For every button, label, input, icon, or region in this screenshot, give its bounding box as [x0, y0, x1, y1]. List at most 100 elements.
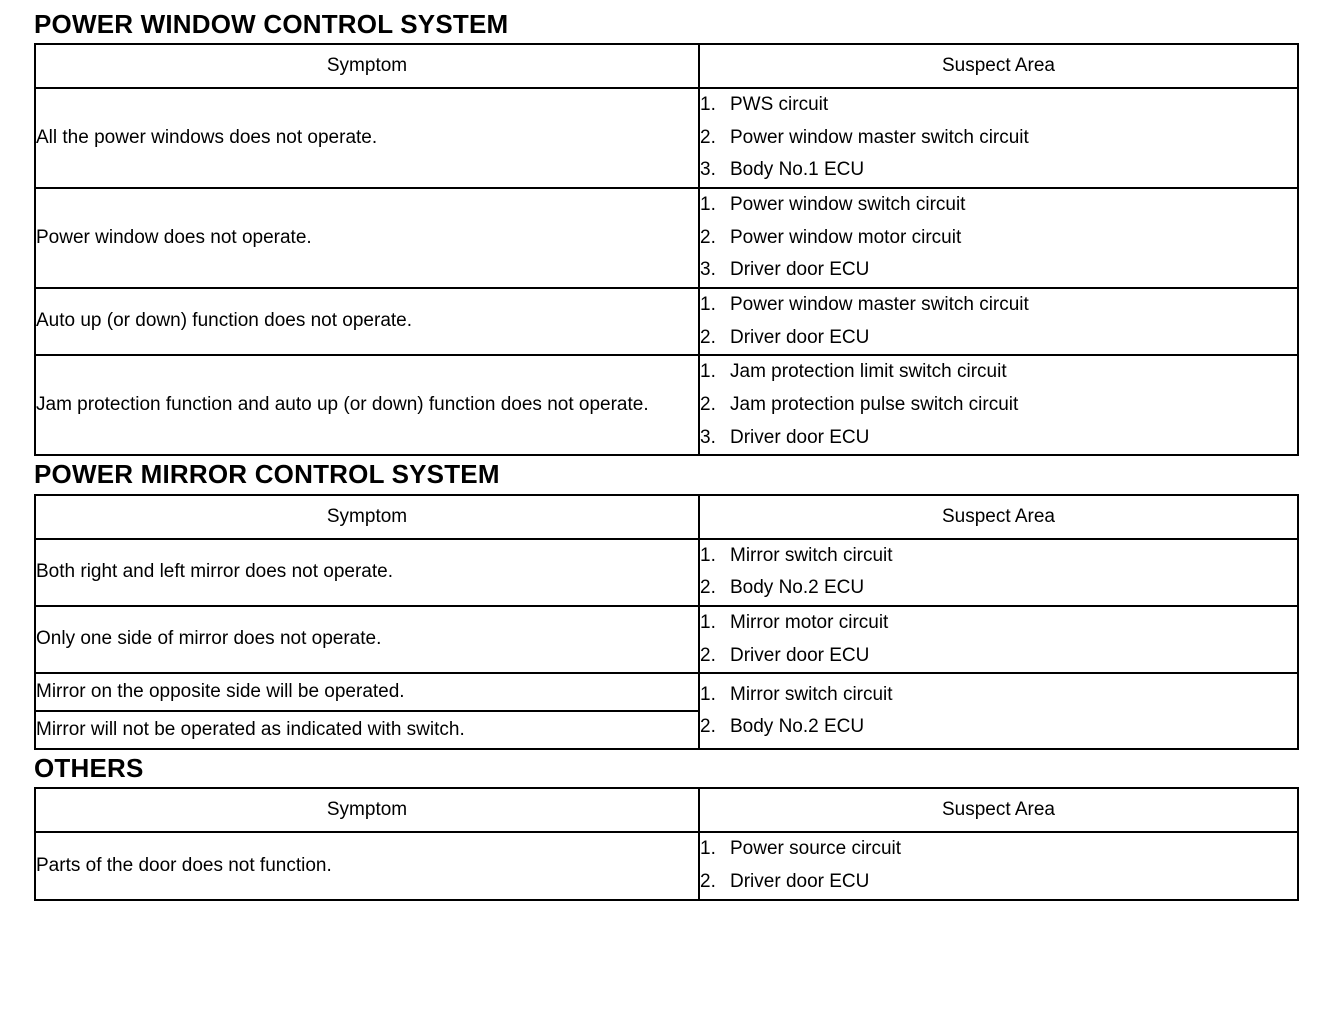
section-heading-power-window: POWER WINDOW CONTROL SYSTEM [34, 9, 509, 39]
column-header-symptom: Symptom [34, 787, 700, 834]
section-others: OTHERS Symptom Suspect Area Parts of the… [34, 753, 1299, 901]
list-item: 1. Mirror switch circuit [700, 679, 1297, 712]
column-header-suspect-area: Suspect Area [698, 493, 1299, 540]
list-item: 2.Power window motor circuit [700, 222, 1297, 255]
list-item-label: Power source circuit [730, 838, 902, 860]
list-item-label: Driver door ECU [730, 326, 870, 348]
list-item-label: Mirror switch circuit [730, 544, 893, 566]
list-item-label: Jam protection pulse switch circuit [730, 394, 1019, 416]
list-item-number: 1. [700, 683, 716, 705]
suspect-area-cell: 1.Power source circuit 2. Driver door ECU [698, 831, 1299, 901]
list-item-number: 3. [700, 159, 716, 181]
symptom-text: Mirror will not be operated as indicated… [34, 710, 700, 751]
symptom-text: Auto up (or down) function does not oper… [34, 287, 700, 357]
list-item: 2. Jam protection pulse switch circuit [700, 389, 1297, 422]
section-power-mirror: POWER MIRROR CONTROL SYSTEM Symptom Susp… [34, 459, 1299, 751]
list-item-label: Jam protection limit switch circuit [730, 361, 1007, 383]
list-item-label: Driver door ECU [730, 870, 870, 892]
list-item-number: 1. [700, 361, 716, 383]
list-item: 2. Body No.2 ECU [700, 711, 1297, 744]
list-item-label: Mirror motor circuit [730, 611, 889, 633]
list-item-number: 2. [700, 577, 716, 599]
column-header-symptom: Symptom [34, 43, 700, 90]
list-item-number: 1. [700, 611, 716, 633]
table-row: Mirror on the opposite side will be oper… [34, 672, 1299, 751]
symptom-text: Mirror on the opposite side will be oper… [34, 672, 700, 713]
list-item: 1. Power window switch circuit [700, 189, 1297, 222]
list-item-label: PWS circuit [730, 94, 829, 116]
column-header-suspect-area: Suspect Area [698, 787, 1299, 834]
suspect-area-cell: 1. Jam protection limit switch circuit 2.… [698, 354, 1299, 457]
list-item-number: 2. [700, 226, 716, 248]
list-item-label: Body No.2 ECU [730, 716, 865, 738]
list-item: 2. Driver door ECU [700, 322, 1297, 355]
table-row: All the power windows does not operate. … [34, 87, 1299, 190]
list-item: 2. Body No.2 ECU [700, 572, 1297, 605]
table-row: Parts of the door does not function. 1.P… [34, 831, 1299, 901]
table-power-mirror: Symptom Suspect Area Both right and left… [34, 493, 1299, 751]
symptom-text: Power window does not operate. [34, 187, 700, 290]
symptom-text: Both right and left mirror does not oper… [34, 537, 700, 607]
column-header-suspect-area: Suspect Area [698, 43, 1299, 90]
list-item-label: Power window master switch circuit [730, 294, 1029, 316]
list-item-number: 2. [700, 870, 716, 892]
list-item-number: 1. [700, 544, 716, 566]
list-item-number: 1. [700, 194, 716, 216]
column-header-symptom: Symptom [34, 493, 700, 540]
suspect-list: 1. Jam protection limit switch circuit 2.… [700, 356, 1297, 454]
suspect-list: 1.Power source circuit 2. Driver door ECU [700, 833, 1297, 898]
table-row: Both right and left mirror does not oper… [34, 537, 1299, 607]
table-header-row: Symptom Suspect Area [34, 493, 1299, 540]
symptom-text: Parts of the door does not function. [34, 831, 700, 901]
table-power-window: Symptom Suspect Area All the power windo… [34, 43, 1299, 457]
table-header-row: Symptom Suspect Area [34, 43, 1299, 90]
suspect-area-cell: 1. Mirror switch circuit 2. Body No.2 ECU [698, 537, 1299, 607]
table-header-row: Symptom Suspect Area [34, 787, 1299, 834]
suspect-list: 1. Mirror switch circuit 2. Body No.2 ECU [700, 540, 1297, 605]
suspect-list: 1. Mirror motor circuit 2. Driver door ECU [700, 607, 1297, 672]
suspect-area-cell: 1. PWS circuit 2. Power window master swit… [698, 87, 1299, 190]
list-item-number: 2. [700, 394, 716, 416]
list-item-number: 2. [700, 126, 716, 148]
suspect-list: 1. Mirror switch circuit 2. Body No.2 ECU [700, 679, 1297, 744]
list-item-number: 1. [700, 94, 716, 116]
table-row: Mirror will not be operated as indicated… [34, 710, 1298, 751]
list-item: 1. Jam protection limit switch circuit [700, 356, 1297, 389]
suspect-area-cell: 1. Power window switch circuit 2.Power wi… [698, 187, 1299, 290]
table-row: Power window does not operate. 1. Power w… [34, 187, 1299, 290]
list-item-label: Mirror switch circuit [730, 683, 893, 705]
list-item: 1. Mirror motor circuit [700, 607, 1297, 640]
list-item-number: 3. [700, 426, 716, 448]
list-item-label: Driver door ECU [730, 644, 870, 666]
list-item: 1. PWS circuit [700, 89, 1297, 122]
list-item-number: 3. [700, 259, 716, 281]
list-item-number: 2. [700, 716, 716, 738]
list-item: 3. Driver door ECU [700, 254, 1297, 287]
symptom-text: Jam protection function and auto up (or … [34, 354, 700, 457]
list-item-label: Driver door ECU [730, 259, 870, 281]
list-item: 1. Mirror switch circuit [700, 540, 1297, 573]
list-item-label: Body No.2 ECU [730, 577, 865, 599]
list-item-label: Power window master switch circuit [730, 126, 1029, 148]
list-item-label: Body No.1 ECU [730, 159, 865, 181]
list-item-number: 1. [700, 294, 716, 316]
symptom-text: Only one side of mirror does not operate… [34, 604, 700, 675]
suspect-area-cell: 1. Power window master switch circuit 2. D… [698, 287, 1299, 357]
list-item: 3. Driver door ECU [700, 422, 1297, 455]
list-item-label: Driver door ECU [730, 426, 870, 448]
suspect-area-cell-merged: 1. Mirror switch circuit 2. Body No.2 ECU [698, 672, 1299, 751]
section-power-window: POWER WINDOW CONTROL SYSTEM Symptom Susp… [34, 9, 1299, 457]
table-row: Jam protection function and auto up (or … [34, 354, 1299, 457]
list-item: 2. Driver door ECU [700, 640, 1297, 673]
list-item-number: 2. [700, 644, 716, 666]
section-heading-others: OTHERS [34, 753, 144, 784]
list-item: 1. Power window master switch circuit [700, 289, 1297, 322]
table-row: Auto up (or down) function does not oper… [34, 287, 1299, 357]
section-heading-power-mirror: POWER MIRROR CONTROL SYSTEM [34, 459, 500, 490]
list-item-number: 2. [700, 326, 716, 348]
list-item-label: Power window switch circuit [730, 194, 966, 216]
list-item: 2. Driver door ECU [700, 866, 1297, 899]
symptom-text: All the power windows does not operate. [34, 87, 700, 190]
list-item: 1.Power source circuit [700, 833, 1297, 866]
